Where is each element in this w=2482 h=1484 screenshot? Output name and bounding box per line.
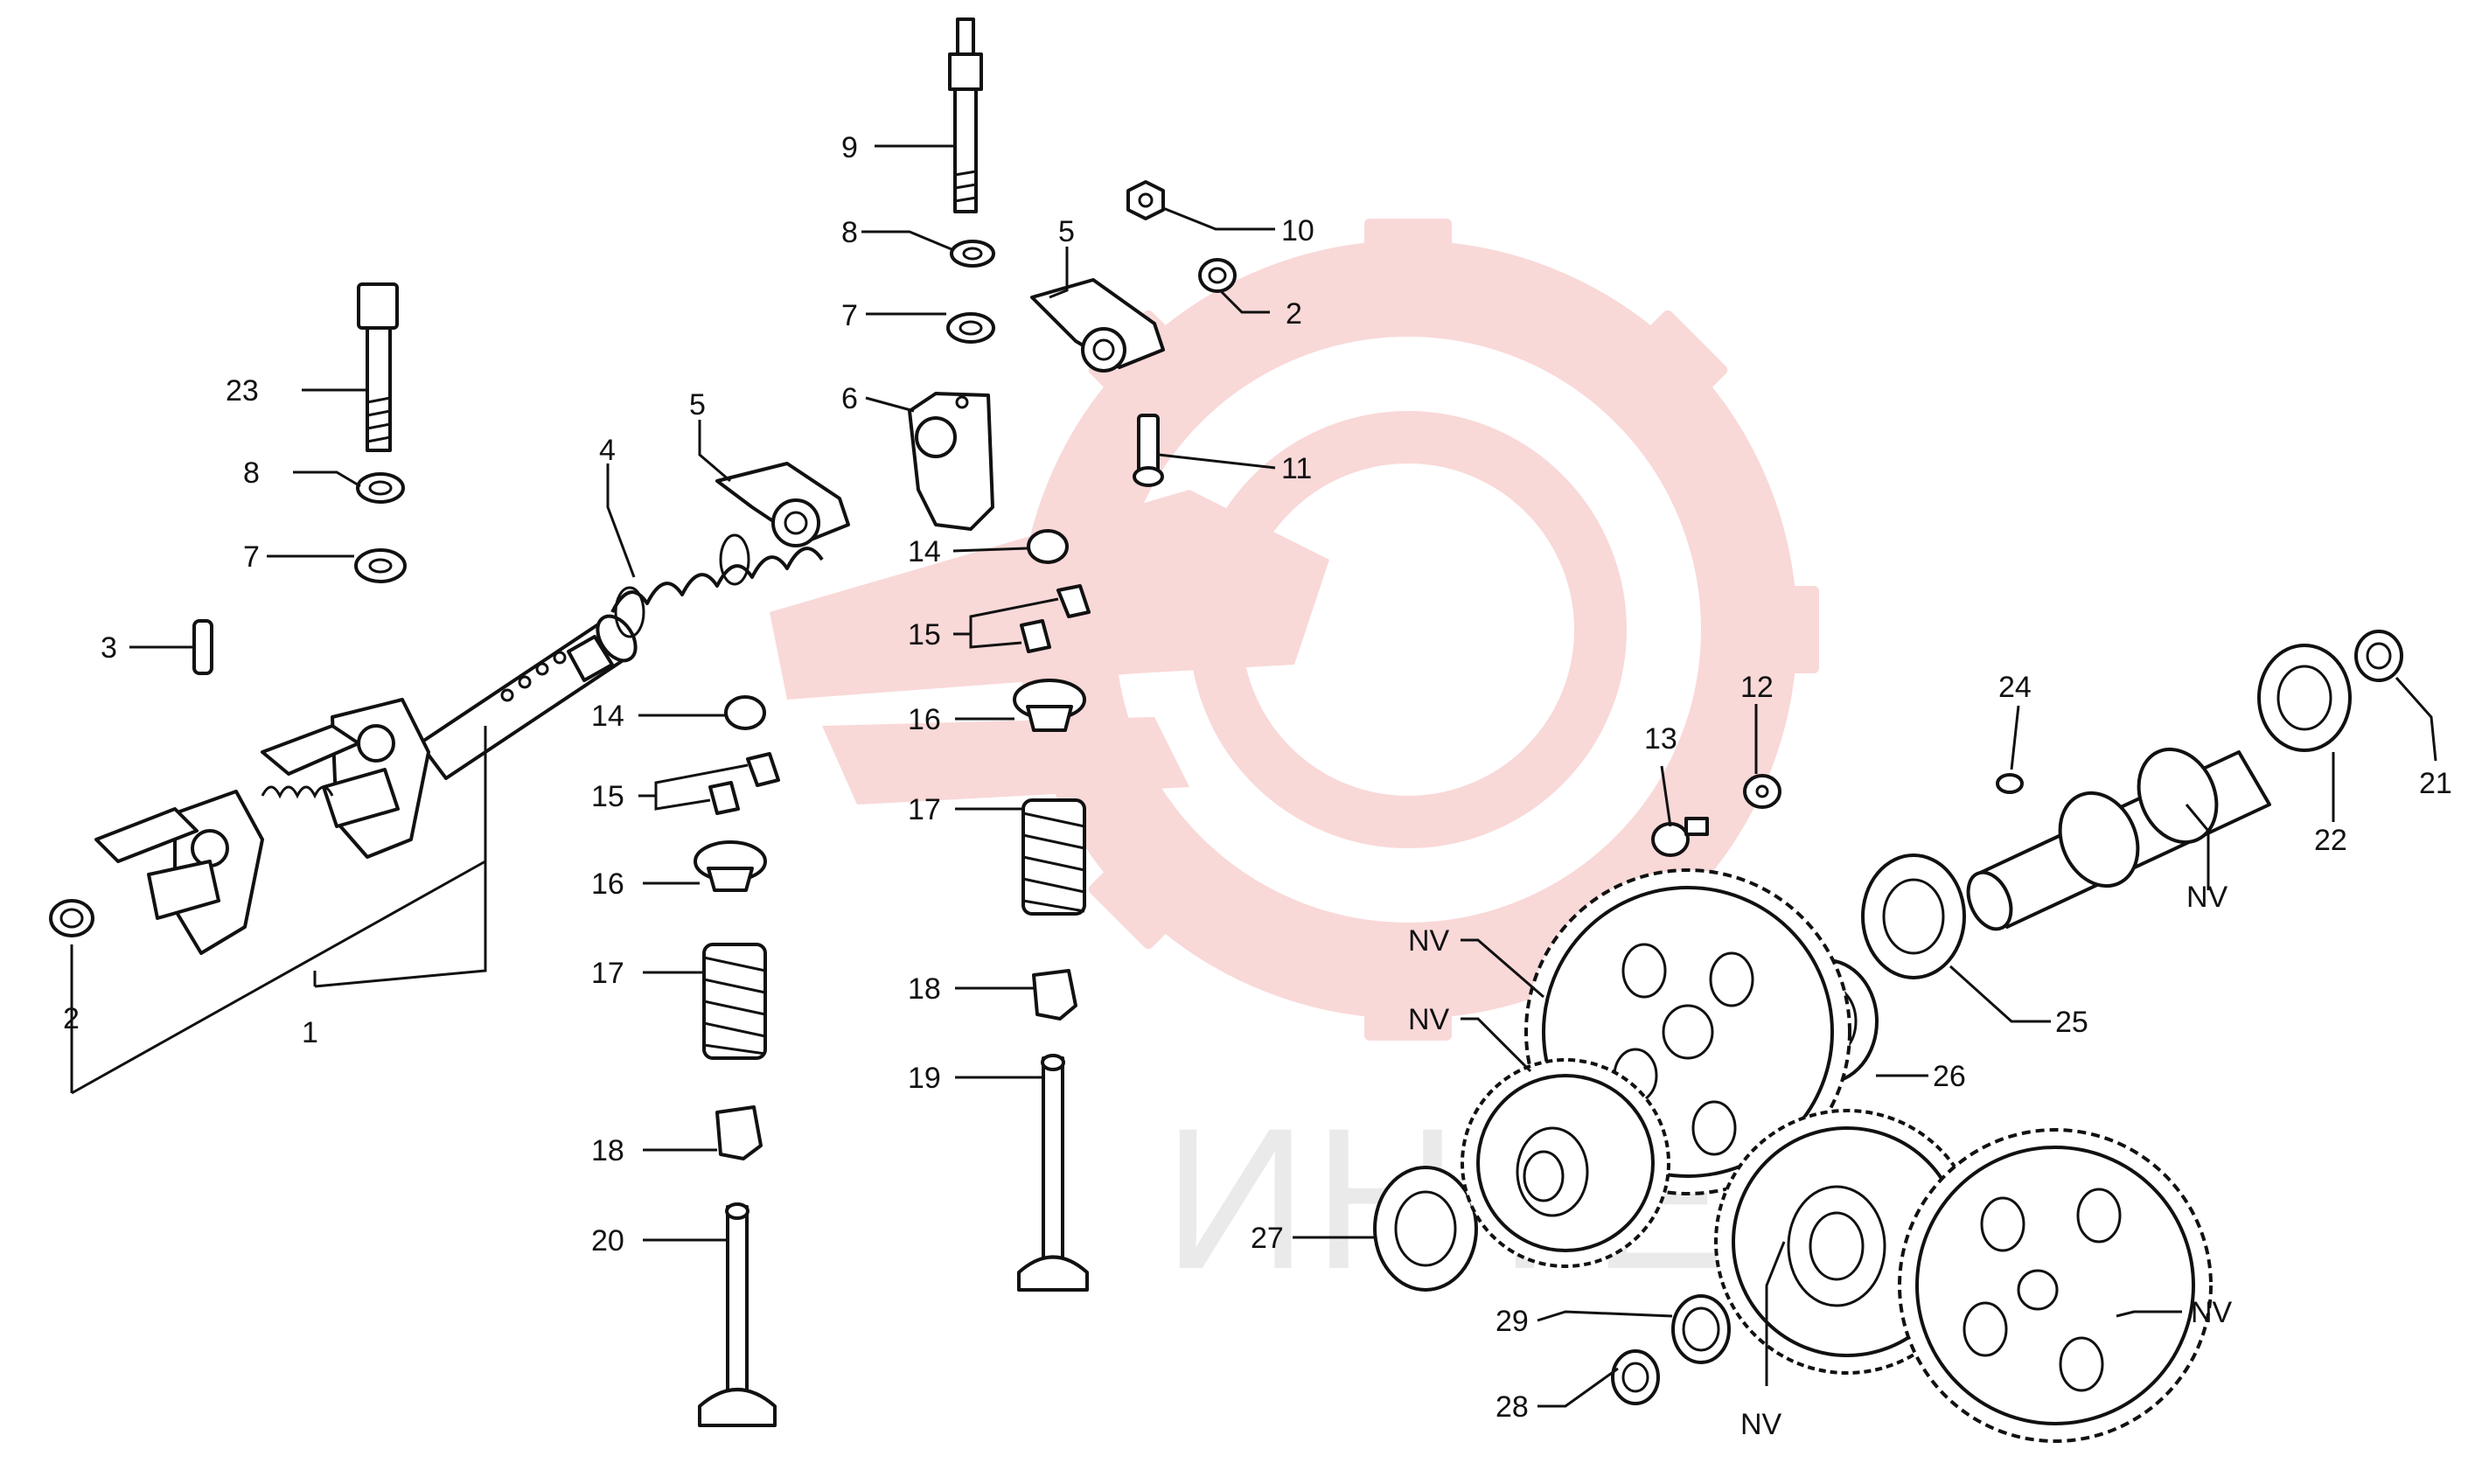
callout-27: 27 bbox=[1251, 1222, 1284, 1255]
callout-11: 11 bbox=[1281, 452, 1312, 485]
rocker-bracket-6 bbox=[908, 392, 994, 531]
callout-nv-bottom-middle-gear: NV bbox=[1740, 1408, 1782, 1441]
stud-9 bbox=[948, 17, 983, 213]
washer-7-mid bbox=[946, 312, 995, 344]
snap-ring-28 bbox=[1611, 1349, 1660, 1405]
washer-12 bbox=[1743, 774, 1781, 809]
callout-labels: 1 2 2 3 4 5 5 6 7 7 8 8 9 10 11 12 13 14… bbox=[63, 131, 2452, 1441]
callout-25: 25 bbox=[2055, 1006, 2088, 1039]
callout-nv-top-gear: NV bbox=[1408, 924, 1450, 958]
snap-ring-2-mid bbox=[1198, 258, 1237, 293]
callout-16-mid: 16 bbox=[908, 703, 941, 736]
watermark-wrench bbox=[770, 490, 1329, 700]
callout-22: 22 bbox=[2314, 824, 2347, 857]
callout-2-left: 2 bbox=[63, 1002, 80, 1035]
rocker-arm bbox=[261, 724, 360, 776]
nut-10 bbox=[1126, 180, 1165, 220]
rocker-arm bbox=[94, 807, 199, 863]
ring-29 bbox=[1671, 1294, 1731, 1364]
gear-nv-bottom-right bbox=[1898, 1128, 2213, 1443]
key-24 bbox=[1996, 773, 2024, 794]
valve-collets-15-mid bbox=[1020, 584, 1091, 653]
callout-7-left: 7 bbox=[243, 540, 260, 574]
washer-7-left bbox=[354, 548, 407, 583]
bolt-23 bbox=[357, 282, 399, 452]
gear-nv-small bbox=[1461, 1058, 1670, 1268]
callout-14-left: 14 bbox=[591, 700, 624, 733]
valve-cap-14-left bbox=[724, 695, 766, 730]
callout-nv-camshaft: NV bbox=[2186, 881, 2228, 914]
callout-nv-bottom-right-gear: NV bbox=[2191, 1296, 2233, 1329]
rocker-arm-5-mid bbox=[1030, 278, 1165, 373]
adjuster-screw-11 bbox=[1133, 414, 1164, 487]
callout-15-left: 15 bbox=[591, 780, 624, 813]
callout-5-left: 5 bbox=[689, 388, 706, 422]
callout-7-mid: 7 bbox=[841, 299, 858, 332]
spring-washer-8-left bbox=[356, 472, 405, 504]
callout-19: 19 bbox=[908, 1062, 941, 1095]
bearing-25 bbox=[1861, 853, 1966, 979]
callout-12: 12 bbox=[1740, 671, 1774, 704]
callout-26: 26 bbox=[1933, 1060, 1966, 1093]
callout-17-left: 17 bbox=[591, 957, 624, 990]
callout-20: 20 bbox=[591, 1224, 624, 1258]
callout-17-mid: 17 bbox=[908, 793, 941, 826]
callout-9: 9 bbox=[841, 131, 858, 164]
callout-8-left: 8 bbox=[243, 456, 260, 490]
valve-spring-17-left bbox=[702, 943, 767, 1060]
bearing-22 bbox=[2257, 644, 2352, 752]
callout-16-left: 16 bbox=[591, 867, 624, 901]
valve-collets-15-left bbox=[708, 752, 780, 815]
callout-2-mid: 2 bbox=[1286, 297, 1302, 331]
bearing-27 bbox=[1373, 1166, 1478, 1292]
callout-24: 24 bbox=[1998, 671, 2032, 704]
callout-5-mid: 5 bbox=[1058, 215, 1075, 248]
snap-ring-21 bbox=[2354, 630, 2403, 682]
spring-4 bbox=[610, 533, 824, 638]
valve-spring-17-mid bbox=[1021, 798, 1086, 916]
spring-retainer-16-left bbox=[694, 840, 767, 892]
spring-retainer-16-mid bbox=[1013, 679, 1086, 732]
pin-3 bbox=[192, 619, 213, 675]
callout-29: 29 bbox=[1495, 1305, 1529, 1338]
rocker-arm-5-left bbox=[715, 462, 850, 547]
callout-28: 28 bbox=[1495, 1390, 1529, 1424]
valve-20 bbox=[698, 1202, 777, 1427]
callout-13: 13 bbox=[1644, 722, 1677, 756]
callout-3: 3 bbox=[101, 631, 117, 665]
valve-cap-14-mid bbox=[1027, 529, 1069, 564]
leader-lines bbox=[70, 144, 2437, 1408]
camshaft bbox=[1966, 747, 2271, 931]
callout-14-mid: 14 bbox=[908, 535, 941, 568]
valve-guide-18-mid bbox=[1032, 969, 1077, 1021]
valve-guide-18-left bbox=[715, 1105, 763, 1160]
watermark-wrench-stripe bbox=[822, 717, 1189, 805]
callout-18-left: 18 bbox=[591, 1134, 624, 1167]
callout-15-mid: 15 bbox=[908, 618, 941, 651]
spring-washer-8-mid bbox=[950, 240, 995, 268]
callout-10: 10 bbox=[1281, 214, 1314, 247]
callout-21: 21 bbox=[2419, 767, 2452, 800]
callout-18-mid: 18 bbox=[908, 972, 941, 1006]
rocker-shaft-assembly bbox=[94, 614, 638, 955]
callout-1: 1 bbox=[302, 1016, 318, 1049]
callout-23: 23 bbox=[226, 374, 259, 408]
callout-6: 6 bbox=[841, 382, 858, 415]
snap-ring-2-left bbox=[49, 899, 94, 937]
callout-nv-small-gear: NV bbox=[1408, 1003, 1450, 1036]
callout-4: 4 bbox=[599, 434, 616, 467]
valve-19 bbox=[1017, 1054, 1089, 1292]
callout-8-mid: 8 bbox=[841, 216, 858, 249]
